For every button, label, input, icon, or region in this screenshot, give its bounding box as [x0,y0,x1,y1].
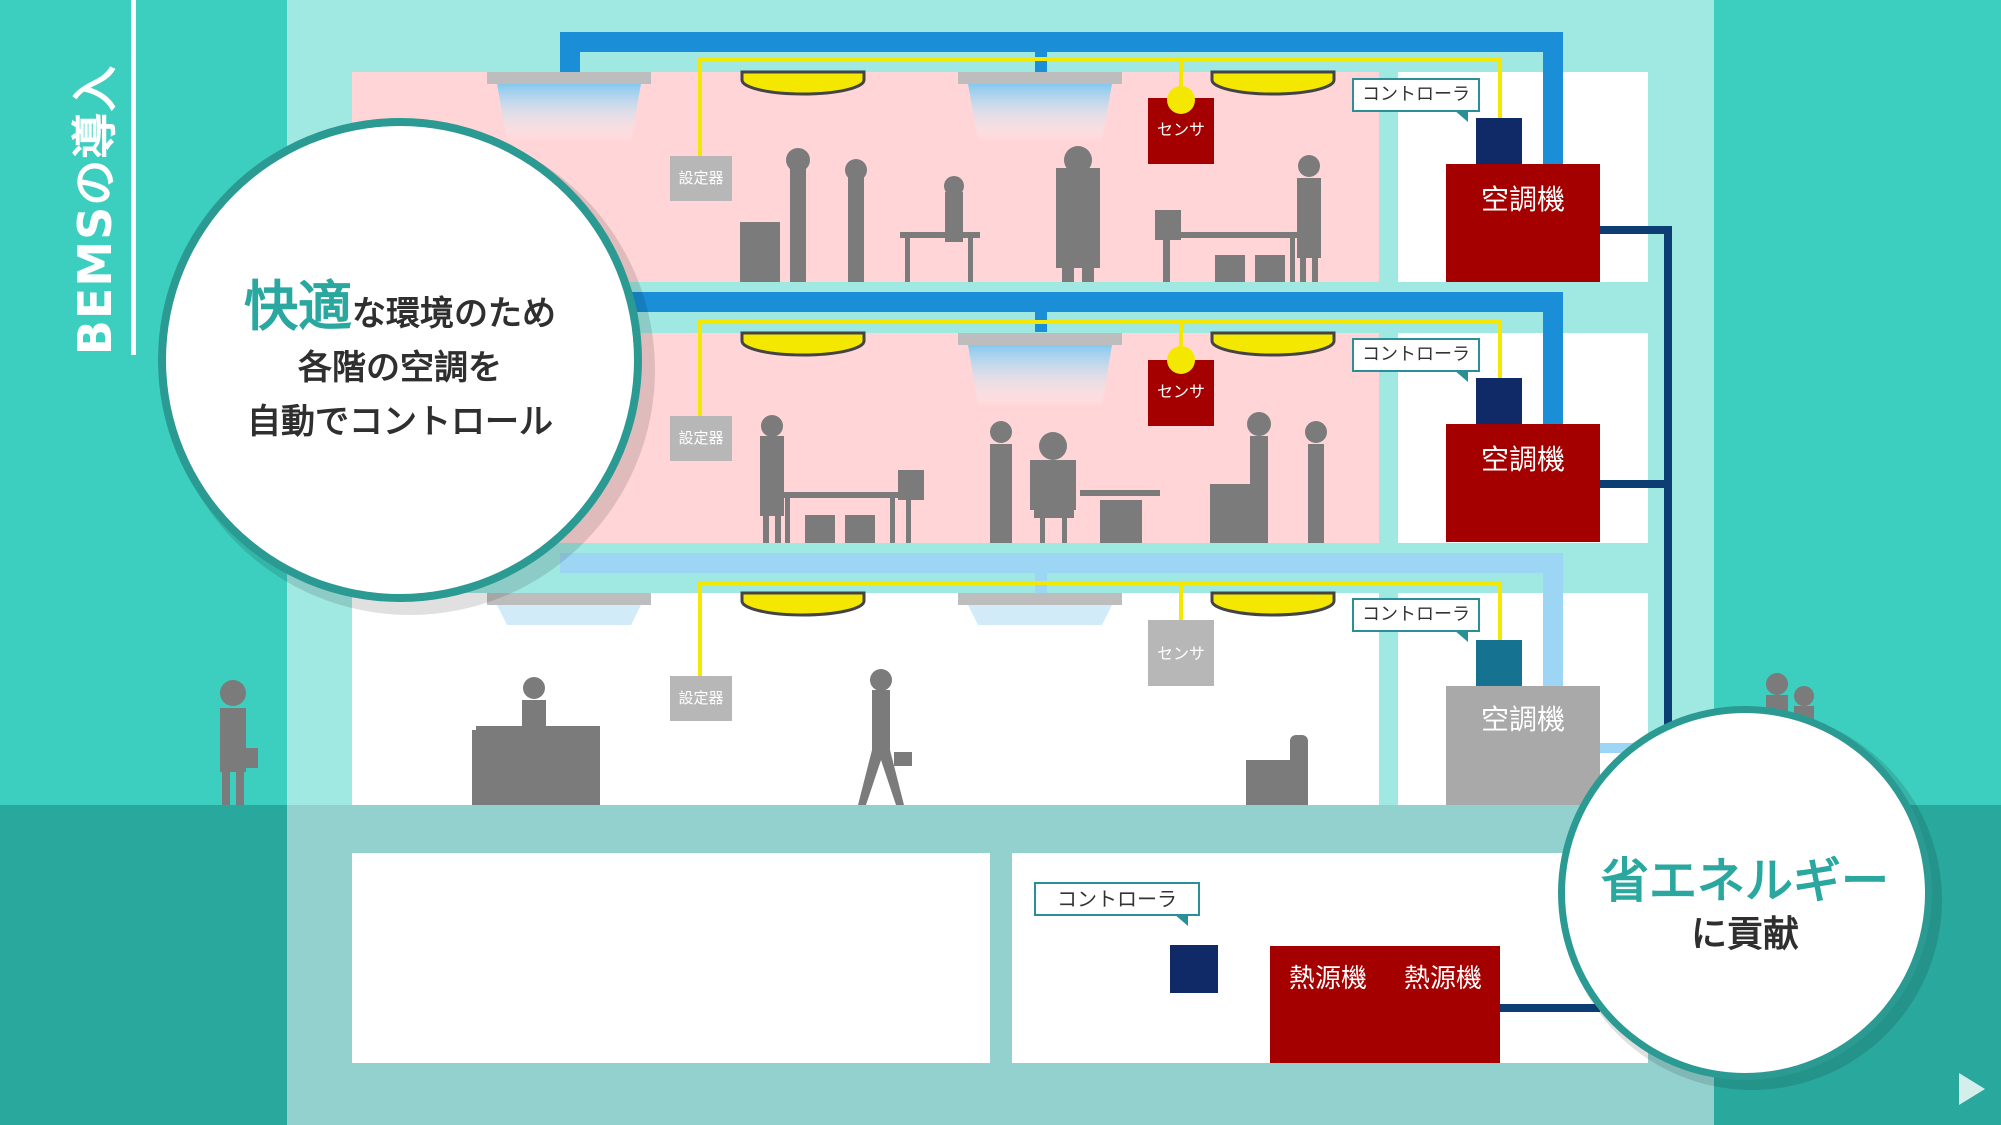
people-floor-2 [760,412,1327,543]
energy-line-2: に貢献 [1690,914,1799,955]
sensor-dot-3 [1167,86,1195,114]
comfort-highlight: 快適 [244,275,352,338]
controller-unit-1 [1476,640,1522,686]
air-conditioner-1 [1446,686,1600,805]
sensor-label-3: センサ [1156,120,1205,139]
comfort-circle [158,118,655,615]
energy-highlight: 省エネルギー [1600,853,1889,909]
air-conditioner-2 [1446,424,1600,542]
setting-device-1: 設定器 [670,676,732,721]
comfort-bubble-text: 快適な環境のため 各階の空調を 自動でコントロール [170,280,630,449]
people-floor-3 [740,146,1321,282]
comfort-line-3: 自動でコントロール [247,402,553,442]
heat-source-1 [1270,946,1386,1063]
slide-title: BEMSの導入 [68,64,123,356]
sensor-label-1: センサ [1156,644,1205,663]
controller-label-basement: コントローラ [1034,882,1200,926]
setting-device-3: 設定器 [670,156,732,201]
title-divider [131,0,136,355]
comfort-line-2: 各階の空調を [298,348,502,388]
air-conditioner-label-2: 空調機 [1480,443,1565,476]
basement-room-left [352,853,990,1063]
heat-source-2 [1386,946,1500,1063]
air-conditioner-3 [1446,164,1600,282]
energy-bubble-text: 省エネルギー に貢献 [1565,850,1925,958]
air-conditioner-label-3: 空調機 [1480,183,1565,216]
sensor-label-2: センサ [1156,382,1205,401]
ceiling-lights [740,70,1336,617]
heat-source-label-1: 熱源機 [1288,964,1367,994]
slide-title-wrapper: BEMSの導入 [62,60,122,360]
comfort-line-1: 快適な環境のため [170,280,630,341]
air-vents [487,72,1122,625]
setting-device-2: 設定器 [670,416,732,461]
comfort-line-1-rest: な環境のため [352,294,556,334]
controller-label-3: コントローラ [1352,78,1480,122]
energy-circle [1558,706,1942,1090]
sensor-box-1 [1148,620,1214,686]
controller-unit-2 [1476,378,1522,424]
controller-wiring [1500,226,1672,1012]
heat-source-label-2: 熱源機 [1403,964,1482,994]
controller-unit-3 [1476,118,1522,164]
controller-label-2: コントローラ [1352,338,1480,382]
signal-lines [698,57,1502,678]
people-floor-1 [472,669,1308,805]
air-conditioner-label-1: 空調機 [1480,703,1565,736]
sensor-dot-2 [1167,346,1195,374]
next-slide-icon[interactable] [1959,1073,1985,1105]
controller-label-1: コントローラ [1352,598,1480,642]
controller-unit-basement [1170,945,1218,993]
